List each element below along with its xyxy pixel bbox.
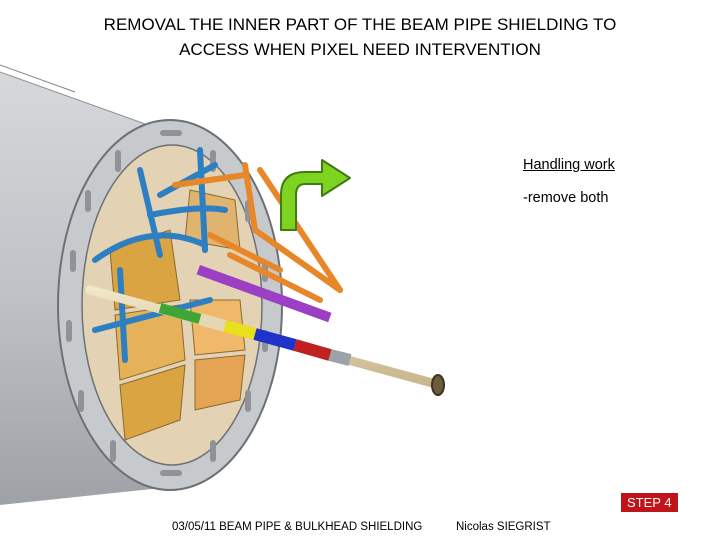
title-line-1: REMOVAL THE INNER PART OF THE BEAM PIPE … [103, 15, 617, 34]
handling-work-heading: Handling work [523, 157, 615, 173]
step-badge: STEP 4 [621, 493, 678, 512]
handling-work-instruction: -remove both [523, 190, 609, 206]
blue-support-frame [92, 147, 228, 363]
beam-pipe-rod [85, 285, 445, 396]
inner-shielding-segments [109, 189, 246, 441]
orange-handling-frame [172, 162, 343, 303]
slide-title: REMOVAL THE INNER PART OF THE BEAM PIPE … [60, 12, 660, 62]
footer-author: Nicolas SIEGRIST [456, 521, 551, 533]
beam-pipe-shielding-diagram [0, 64, 445, 505]
purple-support-rail [196, 265, 332, 323]
footer-date-title: 03/05/11 BEAM PIPE & BULKHEAD SHIELDING [172, 521, 423, 533]
title-line-2: ACCESS WHEN PIXEL NEED INTERVENTION [179, 40, 541, 59]
green-removal-arrow [280, 159, 351, 231]
